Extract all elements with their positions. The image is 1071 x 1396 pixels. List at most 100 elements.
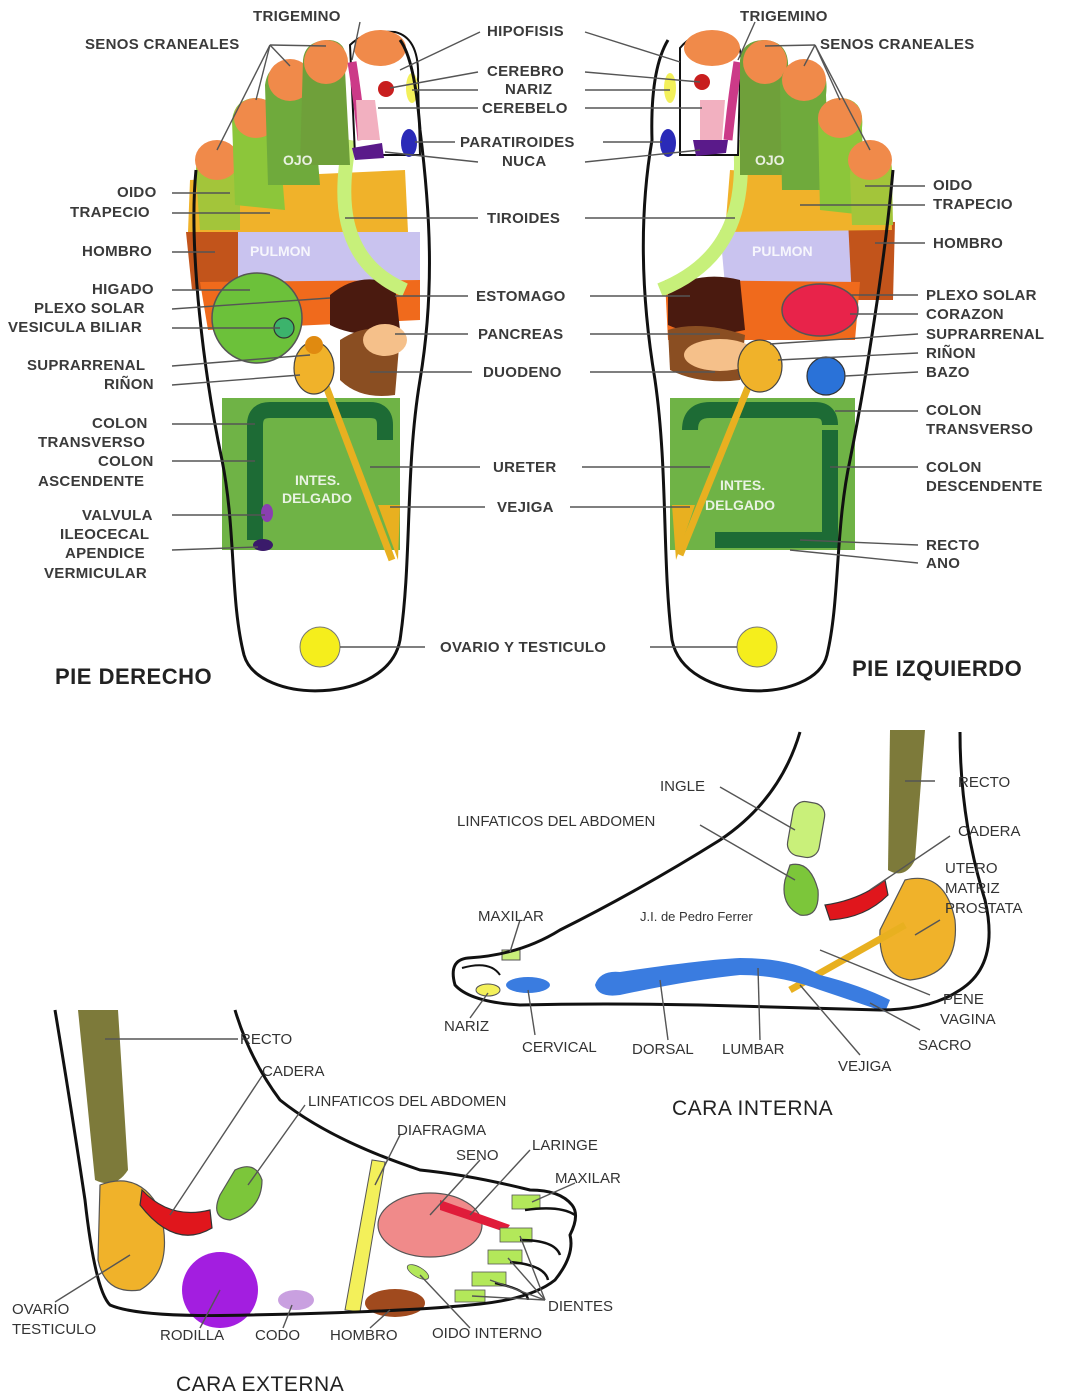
outer-label-linfaticos: LINFATICOS DEL ABDOMEN (308, 1093, 506, 1110)
outer-title: CARA EXTERNA (176, 1373, 344, 1396)
label-r-suprarrenal: SUPRARRENAL (27, 357, 145, 374)
label-vejiga: VEJIGA (497, 499, 554, 516)
right-liver (212, 273, 302, 363)
inner-label-vejiga: VEJIGA (838, 1058, 891, 1075)
label-r-higado: HIGADO (92, 281, 154, 298)
label-r-colon2: COLON (98, 453, 154, 470)
label-r-ascendente: ASCENDENTE (38, 473, 144, 490)
right-delgado-label: DELGADO (282, 490, 352, 506)
label-r-plexo: PLEXO SOLAR (34, 300, 145, 317)
left-foot-title: PIE IZQUIERDO (852, 656, 1022, 681)
label-paratiroides: PARATIROIDES (460, 134, 575, 151)
inner-label-dorsal: DORSAL (632, 1041, 694, 1058)
label-l-ano: ANO (926, 555, 960, 572)
inner-label-sacro: SACRO (918, 1037, 971, 1054)
label-r-hombro: HOMBRO (82, 243, 152, 260)
label-nariz: NARIZ (505, 81, 552, 98)
label-r-transverso: TRANSVERSO (38, 434, 145, 451)
label-r-vesicula: VESICULA BILIAR (8, 319, 142, 336)
left-spleen (807, 357, 845, 395)
outer-label-seno: SENO (456, 1147, 499, 1164)
label-l-trigemino: TRIGEMINO (740, 8, 828, 25)
label-r-rinon: RIÑON (104, 375, 154, 393)
label-l-colon2: COLON (926, 459, 982, 476)
left-heart (782, 284, 858, 336)
label-ovario-testiculo: OVARIO Y TESTICULO (440, 639, 606, 656)
inner-label-lumbar: LUMBAR (722, 1041, 785, 1058)
label-l-oido: OIDO (933, 177, 973, 194)
right-foot: OJO PULMON INTES. DELGADO (186, 30, 429, 691)
label-l-bazo: BAZO (926, 364, 970, 381)
inner-label-cervical: CERVICAL (522, 1039, 597, 1056)
outer-label-maxilar: MAXILAR (555, 1170, 621, 1187)
label-l-plexo: PLEXO SOLAR (926, 287, 1037, 304)
left-pulmon-label: PULMON (752, 243, 813, 259)
inner-label-utero: UTERO (945, 860, 998, 877)
label-r-trapecio: TRAPECIO (70, 204, 150, 221)
right-pulmon-label: PULMON (250, 243, 311, 259)
label-l-descendente: DESCENDENTE (926, 478, 1043, 495)
inner-label-linfaticos: LINFATICOS DEL ABDOMEN (457, 813, 655, 830)
outer-label-codo: CODO (255, 1327, 300, 1344)
outer-label-hombro: HOMBRO (330, 1327, 398, 1344)
label-l-hombro: HOMBRO (933, 235, 1003, 252)
right-adrenal (305, 336, 323, 354)
left-kidney (738, 340, 782, 392)
top-labels: TRIGEMINO SENOS CRANEALES OIDO TRAPECIO … (8, 8, 1044, 689)
outer-label-oido: OIDO INTERNO (432, 1325, 542, 1342)
label-l-transverso: TRANSVERSO (926, 421, 1033, 438)
inner-label-vagina: VAGINA (940, 1011, 996, 1028)
inner-label-pene: PENE (943, 991, 984, 1008)
outer-inner-ear (405, 1262, 431, 1283)
label-pancreas: PANCREAS (478, 326, 563, 343)
inner-label-recto: RECTO (958, 774, 1010, 791)
inner-label-prostata: PROSTATA (945, 900, 1023, 917)
label-estomago: ESTOMAGO (476, 288, 566, 305)
right-ileocecal-valve (261, 504, 273, 522)
label-l-suprarrenal: SUPRARRENAL (926, 326, 1044, 343)
outer-label-ovario: OVARIO (12, 1301, 69, 1318)
right-pancreas (363, 324, 407, 356)
outer-ovary (98, 1181, 165, 1291)
label-l-senos: SENOS CRANEALES (820, 36, 975, 53)
inner-groin (786, 800, 827, 860)
inner-rectum (888, 730, 925, 873)
outer-shoulder (365, 1289, 425, 1317)
label-cerebro: CEREBRO (487, 63, 564, 80)
label-r-colon1: COLON (92, 415, 148, 432)
label-r-valvula: VALVULA (82, 507, 153, 524)
label-r-trigemino: TRIGEMINO (253, 8, 341, 25)
right-appendix (253, 539, 273, 551)
label-nuca: NUCA (502, 153, 547, 170)
outer-label-rodilla: RODILLA (160, 1327, 224, 1344)
outer-label-testiculo: TESTICULO (12, 1321, 96, 1338)
right-intes-label: INTES. (295, 472, 340, 488)
label-cerebelo: CEREBELO (482, 100, 568, 117)
label-duodeno: DUODENO (483, 364, 562, 381)
inner-title: CARA INTERNA (672, 1097, 833, 1120)
right-ojo-label: OJO (283, 152, 313, 168)
left-delgado-label: DELGADO (705, 497, 775, 513)
inner-nose (476, 984, 500, 996)
label-l-rinon: RIÑON (926, 344, 976, 362)
label-r-senos: SENOS CRANEALES (85, 36, 240, 53)
outer-label-laringe: LARINGE (532, 1137, 598, 1154)
label-tiroides: TIROIDES (487, 210, 560, 227)
left-ojo-label: OJO (755, 152, 785, 168)
inner-label-ingle: INGLE (660, 778, 705, 795)
label-ureter: URETER (493, 459, 556, 476)
right-ovary (300, 627, 340, 667)
inner-credit: J.I. de Pedro Ferrer (640, 909, 753, 924)
inner-abdomen-lymph (784, 864, 818, 915)
outer-label-diafragma: DIAFRAGMA (397, 1122, 486, 1139)
inner-side-view: RECTO INGLE LINFATICOS DEL ABDOMEN CADER… (444, 730, 1023, 1120)
label-l-corazon: CORAZON (926, 306, 1004, 323)
inner-label-maxilar: MAXILAR (478, 908, 544, 925)
label-r-ileocecal: ILEOCECAL (60, 526, 149, 543)
left-intes-label: INTES. (720, 477, 765, 493)
outer-label-dientes: DIENTES (548, 1298, 613, 1315)
left-ovary (737, 627, 777, 667)
outer-breast (378, 1193, 482, 1257)
outer-elbow (278, 1290, 314, 1310)
